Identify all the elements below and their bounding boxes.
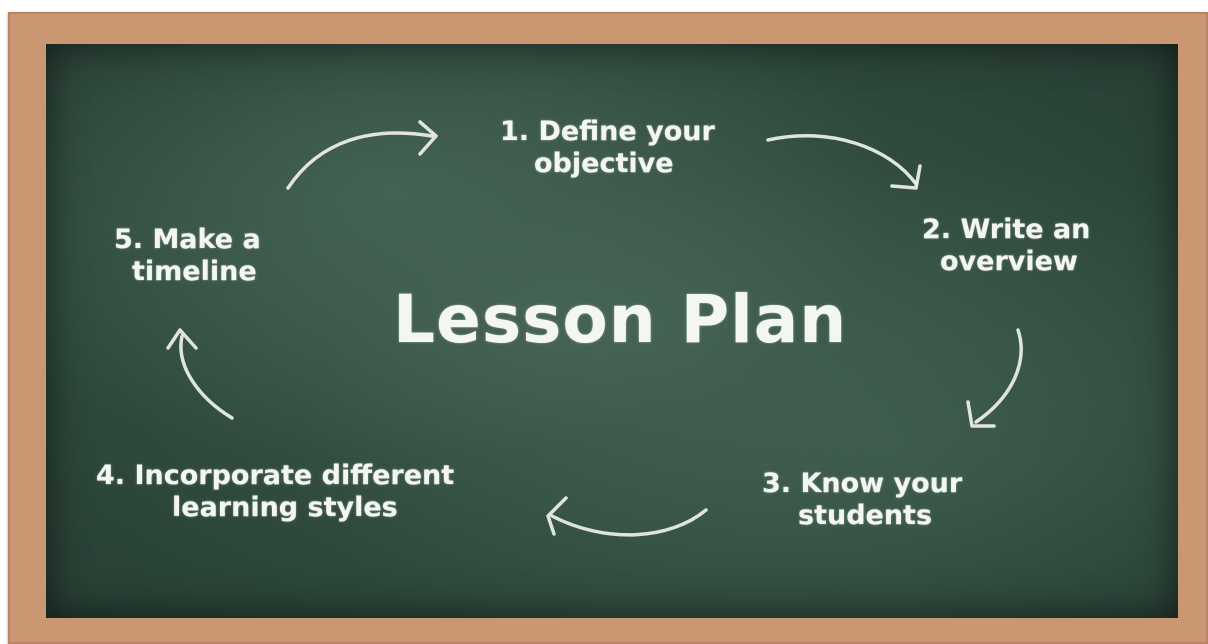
step-2: 2. Write an overview bbox=[922, 214, 1090, 279]
step-3-line2: students bbox=[798, 500, 933, 532]
step-4-line1: 4. Incorporate different bbox=[96, 460, 455, 491]
cycle-arrow-icon bbox=[418, 120, 438, 156]
cycle-arrow-icon bbox=[766, 133, 918, 186]
step-4-line2: learning styles bbox=[172, 492, 398, 524]
diagram-title: Lesson Plan bbox=[393, 281, 848, 358]
step-3-line1: 3. Know your bbox=[762, 468, 963, 499]
cycle-arrow-icon bbox=[890, 164, 922, 190]
cycle-arrow-icon bbox=[166, 328, 198, 350]
cycle-arrow-icon bbox=[550, 508, 708, 537]
cycle-arrow-icon bbox=[966, 400, 996, 428]
step-1: 1. Define your objective bbox=[500, 116, 715, 181]
step-4: 4. Incorporate different learning styles bbox=[96, 460, 454, 525]
step-1-line1: 1. Define your bbox=[500, 116, 715, 147]
step-5: 5. Make a timeline bbox=[114, 224, 261, 289]
chalkboard bbox=[46, 44, 1178, 618]
step-5-line1: 5. Make a bbox=[114, 224, 261, 255]
cycle-arrow-icon bbox=[546, 496, 568, 536]
step-1-line2: objective bbox=[534, 148, 674, 180]
cycle-arrow-icon bbox=[179, 334, 234, 420]
step-5-line2: timeline bbox=[132, 256, 257, 288]
step-2-line2: overview bbox=[940, 246, 1078, 278]
step-3: 3. Know your students bbox=[762, 468, 962, 533]
step-2-line1: 2. Write an bbox=[922, 214, 1091, 245]
cycle-arrow-icon bbox=[286, 131, 434, 190]
cycle-arrow-icon bbox=[974, 328, 1023, 424]
